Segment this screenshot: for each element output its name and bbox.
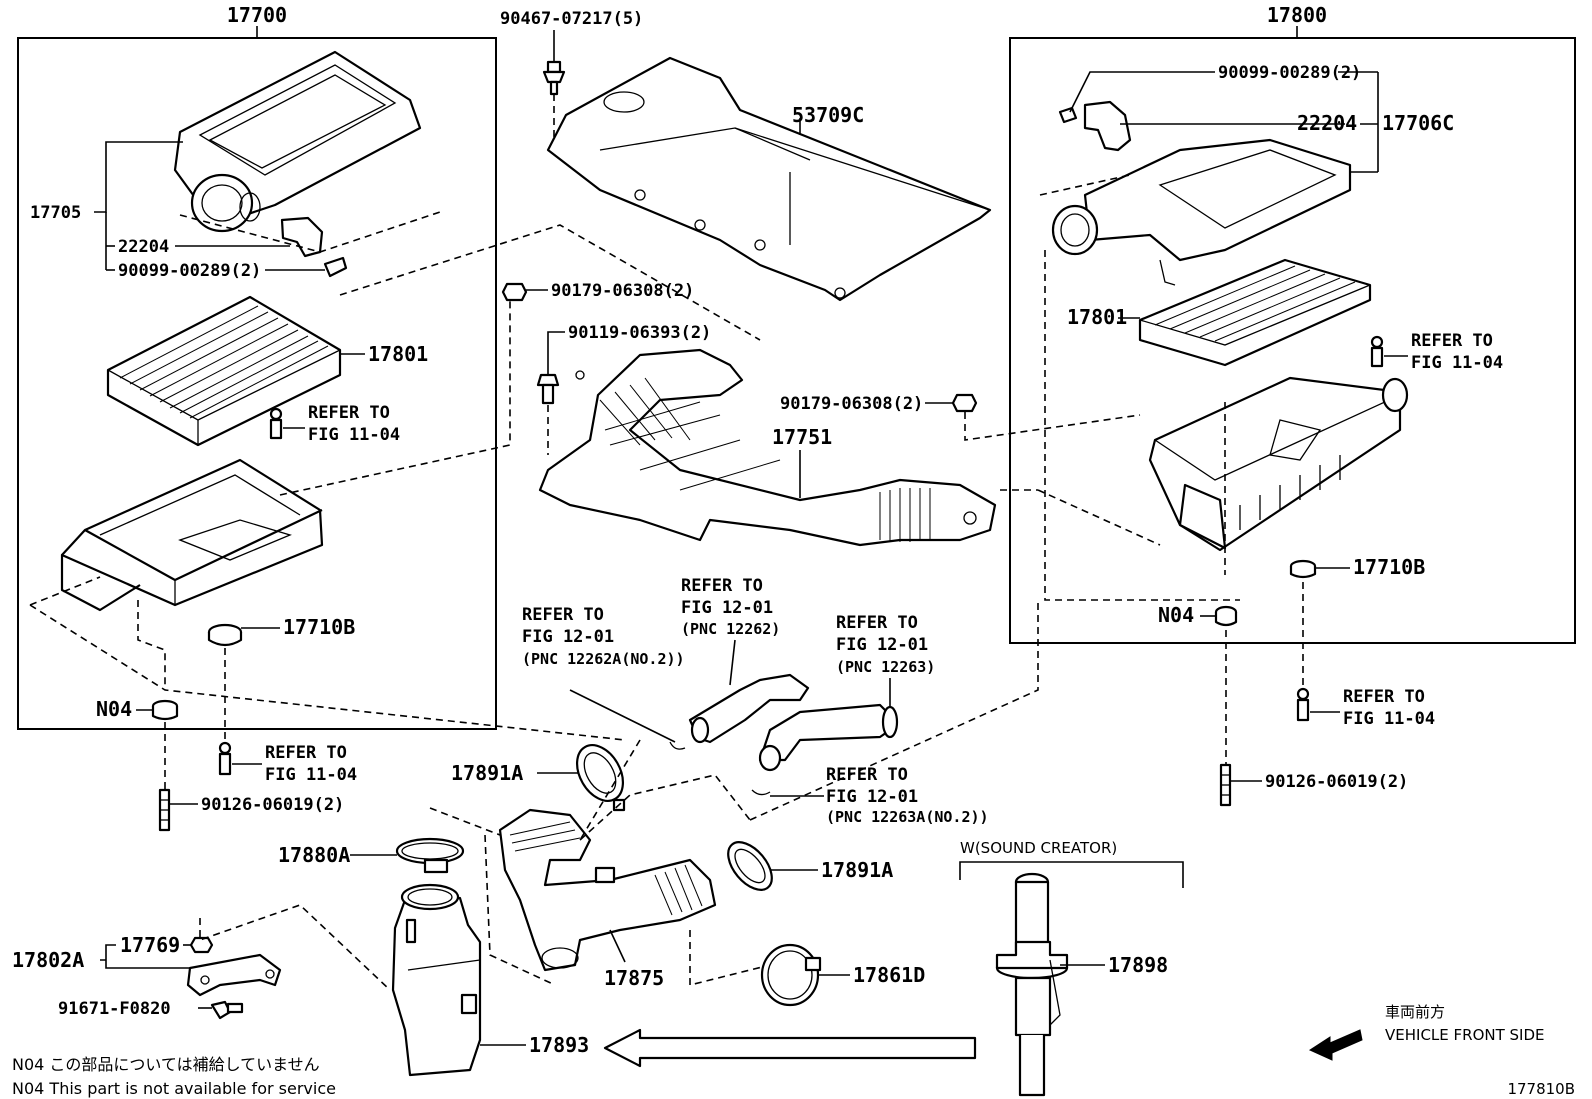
sound-creator-header[interactable]: W(SOUND CREATOR) <box>960 839 1117 857</box>
left-grommet-icon <box>207 623 243 647</box>
sound-creator-number[interactable]: 17898 <box>1108 953 1168 977</box>
ref-a-line3[interactable]: (PNC 12262A(NO.2)) <box>522 650 685 668</box>
left-stud-icon <box>158 788 171 832</box>
right-stud-number[interactable]: 90126-06019(2) <box>1265 772 1408 792</box>
resonator-number[interactable]: 17893 <box>529 1033 589 1057</box>
left-filter-element-drawing <box>106 295 342 447</box>
right-assembly-box <box>1009 37 1576 644</box>
nut1-icon <box>501 282 528 302</box>
band-clamp-icon <box>760 943 822 1007</box>
left-refer2-line1[interactable]: REFER TO <box>265 743 347 763</box>
bracket-nut-number[interactable]: 17769 <box>120 933 180 957</box>
left-assembly-number[interactable]: 17700 <box>227 3 287 27</box>
left-refer2-line2[interactable]: FIG 11-04 <box>265 765 357 785</box>
ref-a-line1[interactable]: REFER TO <box>522 605 604 625</box>
bracket-drawing <box>186 953 282 997</box>
right-upper-cover-drawing <box>1051 138 1352 286</box>
ref-d-line2[interactable]: FIG 12-01 <box>826 787 918 807</box>
sound-creator-drawing <box>995 872 1069 1097</box>
air-inlet-drawing <box>498 808 717 972</box>
right-grommet-icon <box>1289 559 1317 579</box>
right-refer1-line2[interactable]: FIG 11-04 <box>1411 353 1503 373</box>
right-filter-element-drawing <box>1138 258 1372 367</box>
intake-duct-number[interactable]: 17751 <box>772 425 832 449</box>
left-grommet-number[interactable]: 17710B <box>283 615 355 639</box>
right-refer1-line1[interactable]: REFER TO <box>1411 331 1493 351</box>
ref-c-line2[interactable]: FIG 12-01 <box>836 635 928 655</box>
engine-cover-number[interactable]: 53709C <box>792 103 864 127</box>
note-en[interactable]: N04 This part is not available for servi… <box>12 1079 336 1098</box>
front-side-jp[interactable]: 車両前方 <box>1385 1003 1445 1021</box>
left-screw-number[interactable]: 90099-00289(2) <box>118 261 261 281</box>
left-upper-cover-drawing <box>173 50 422 233</box>
figure-id[interactable]: 177810B <box>1507 1080 1575 1098</box>
left-refer1-line1[interactable]: REFER TO <box>308 403 390 423</box>
ref-b-line2[interactable]: FIG 12-01 <box>681 598 773 618</box>
ref-c-line1[interactable]: REFER TO <box>836 613 918 633</box>
front-arrow-icon <box>1308 1029 1363 1061</box>
right-n04-label[interactable]: N04 <box>1158 603 1194 627</box>
left-n04-icon <box>151 699 179 721</box>
clamp-right-number[interactable]: 17891A <box>821 858 893 882</box>
flow-arrow-icon <box>603 1028 977 1068</box>
left-refer1-line2[interactable]: FIG 11-04 <box>308 425 400 445</box>
clamp-left-number[interactable]: 17891A <box>451 761 523 785</box>
left-clip-icon <box>269 407 283 440</box>
ref-d-line1[interactable]: REFER TO <box>826 765 908 785</box>
clip-icon-top <box>542 60 566 96</box>
right-sensor-number[interactable]: 22204 <box>1297 111 1357 135</box>
left-clip2-icon <box>218 741 232 776</box>
ref-a-line2[interactable]: FIG 12-01 <box>522 627 614 647</box>
engine-cover-drawing <box>546 56 992 302</box>
right-stud-icon <box>1219 763 1232 807</box>
bracket-nut-icon <box>189 936 214 954</box>
left-stud-number[interactable]: 90126-06019(2) <box>201 795 344 815</box>
air-inlet-number[interactable]: 17875 <box>604 966 664 990</box>
note-jp[interactable]: N04 この部品については補給していません <box>12 1055 320 1074</box>
bracket-assy-number[interactable]: 17802A <box>12 948 84 972</box>
clip-top-number[interactable]: 90467-07217(5) <box>500 9 643 29</box>
right-grommet-number[interactable]: 17710B <box>1353 555 1425 579</box>
bracket-bolt-number[interactable]: 91671-F0820 <box>58 999 171 1019</box>
band-clamp-number[interactable]: 17861D <box>853 963 925 987</box>
right-cover-number[interactable]: 17706C <box>1382 111 1454 135</box>
left-element-number[interactable]: 17801 <box>368 342 428 366</box>
right-assembly-number[interactable]: 17800 <box>1267 3 1327 27</box>
ref-c-line3[interactable]: (PNC 12263) <box>836 658 935 676</box>
right-clip2-icon <box>1296 687 1310 722</box>
left-cover-number[interactable]: 17705 <box>30 203 81 223</box>
right-screw-number[interactable]: 90099-00289(2) <box>1218 63 1361 83</box>
right-clip-icon <box>1370 335 1384 368</box>
left-sensor-drawing <box>280 216 348 278</box>
right-n04-icon <box>1214 605 1238 627</box>
clamp-large-number[interactable]: 17880A <box>278 843 350 867</box>
bolt-number[interactable]: 90119-06393(2) <box>568 323 711 343</box>
front-side-en[interactable]: VEHICLE FRONT SIDE <box>1385 1026 1545 1044</box>
left-sensor-number[interactable]: 22204 <box>118 237 169 257</box>
right-element-number[interactable]: 17801 <box>1067 305 1127 329</box>
clamp-large-icon <box>395 837 465 874</box>
bracket-bolt-icon <box>210 1000 244 1020</box>
right-sensor-drawing <box>1058 100 1132 152</box>
pcv-hoses-drawing <box>669 673 899 796</box>
right-refer2-line1[interactable]: REFER TO <box>1343 687 1425 707</box>
nut1-number[interactable]: 90179-06308(2) <box>551 281 694 301</box>
left-n04-label[interactable]: N04 <box>96 697 132 721</box>
right-refer2-line2[interactable]: FIG 11-04 <box>1343 709 1435 729</box>
ref-b-line3[interactable]: (PNC 12262) <box>681 620 780 638</box>
resonator-drawing <box>391 883 482 1077</box>
nut2-number[interactable]: 90179-06308(2) <box>780 394 923 414</box>
ref-b-line1[interactable]: REFER TO <box>681 576 763 596</box>
right-lower-case-drawing <box>1148 376 1409 552</box>
bolt-icon <box>536 373 560 405</box>
left-lower-case-drawing <box>60 458 324 612</box>
nut2-icon <box>951 393 978 413</box>
ref-d-line3[interactable]: (PNC 12263A(NO.2)) <box>826 808 989 826</box>
clamp-right-icon <box>727 841 773 891</box>
intake-duct-drawing <box>538 348 997 547</box>
